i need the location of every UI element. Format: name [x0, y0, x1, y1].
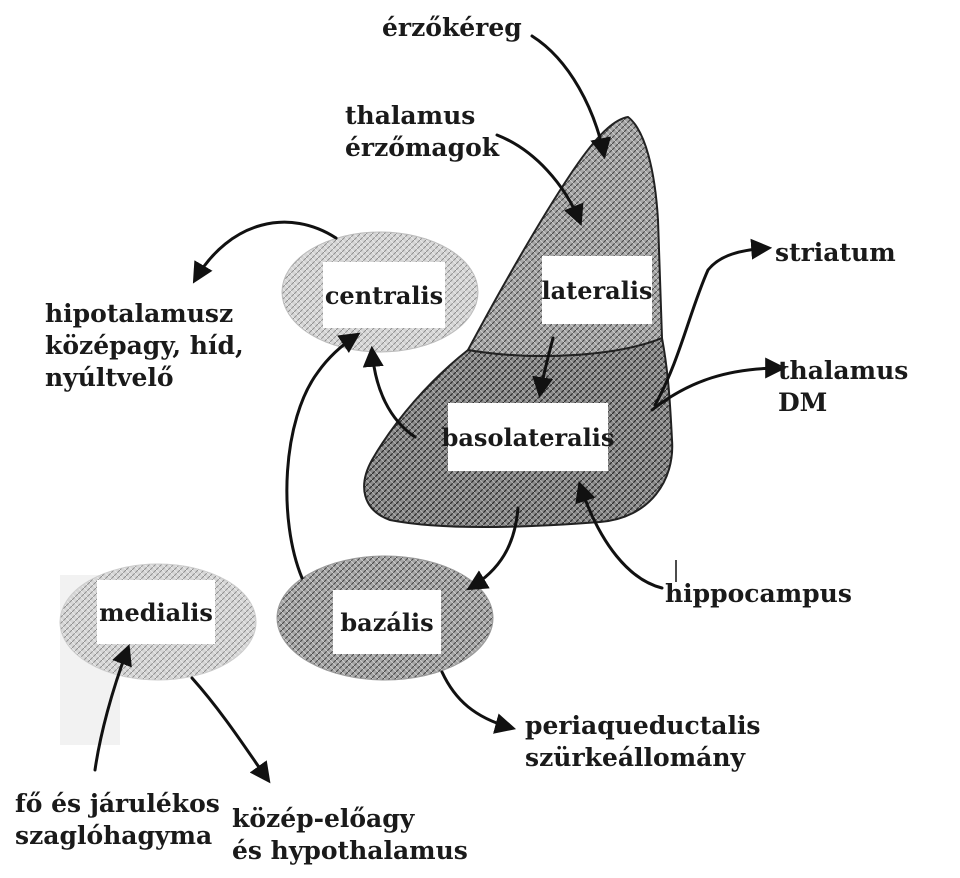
- basolateralis-label: basolateralis: [441, 422, 615, 452]
- label-hipotalamusz: hipotalamusz középagy, híd, nyúltvelő: [45, 298, 244, 394]
- lateralis-box: lateralis: [542, 256, 652, 324]
- thalamus-dm-line-1: thalamus: [778, 356, 909, 385]
- arrow-basolateralis-to-bazalis: [466, 506, 520, 591]
- centralis-label: centralis: [324, 280, 444, 310]
- centralis-box: centralis: [323, 262, 445, 328]
- arrow-centralis-to-hipotalamusz: [192, 220, 338, 284]
- hipotalamusz-line-2: középagy, híd,: [45, 331, 244, 360]
- bazalis-box: bazális: [333, 590, 441, 654]
- arrow-bazalis-to-centralis: [285, 332, 361, 580]
- label-hippocampus: hippocampus: [665, 578, 852, 610]
- arrow-medialis-to-kozep-eloagy: [190, 676, 271, 784]
- arrow-erzokereg-to-lateralis: [530, 34, 611, 160]
- hipotalamusz-line-1: hipotalamusz: [45, 299, 234, 328]
- periaqueductalis-line-2: szürkeállomány: [525, 743, 746, 772]
- periaqueductalis-line-1: periaqueductalis: [525, 711, 761, 740]
- thalamus-dm-line-2: DM: [778, 388, 828, 417]
- arrow-lateralis-to-basolateralis: [532, 336, 555, 399]
- medialis-box: medialis: [97, 580, 215, 644]
- fo-es-jarulekos-line-1: fő és járulékos: [15, 789, 220, 818]
- label-thalamus-erzomagok: thalamus érzőmagok: [345, 100, 499, 164]
- arrow-thalamus-to-lateralis: [495, 133, 584, 226]
- hipotalamusz-line-3: nyúltvelő: [45, 363, 174, 392]
- thalamus-erzomagok-line-1: thalamus: [345, 101, 476, 130]
- fo-es-jarulekos-line-2: szaglóhagyma: [15, 821, 213, 850]
- label-kozep-eloagy: közép-előagy és hypothalamus: [232, 803, 468, 867]
- label-periaqueductalis: periaqueductalis szürkeállomány: [525, 710, 761, 774]
- arrow-basolateralis-to-thalamus-dm: [650, 357, 787, 412]
- striatum-text: striatum: [775, 238, 896, 267]
- lateralis-label: lateralis: [541, 275, 653, 305]
- arrow-basolateralis-to-striatum: [653, 238, 773, 407]
- erzokereg-text: érzőkéreg: [382, 13, 522, 42]
- label-striatum: striatum: [775, 237, 896, 269]
- label-fo-es-jarulekos: fő és járulékos szaglóhagyma: [15, 788, 220, 852]
- medialis-label: medialis: [99, 597, 213, 627]
- arrow-szaglohagyma-to-medialis: [93, 644, 132, 772]
- basolateralis-box: basolateralis: [442, 403, 614, 471]
- label-erzokereg: érzőkéreg: [382, 12, 522, 44]
- hippocampus-text: hippocampus: [665, 579, 852, 608]
- bazalis-label: bazális: [340, 607, 434, 637]
- arrow-bazalis-to-periaqueductalis: [440, 670, 517, 734]
- kozep-eloagy-line-1: közép-előagy: [232, 804, 415, 833]
- thalamus-erzomagok-line-2: érzőmagok: [345, 133, 500, 162]
- arrow-hippocampus-to-basolateralis: [575, 481, 664, 590]
- label-thalamus-dm: thalamus DM: [778, 355, 908, 419]
- arrow-basolateralis-to-centralis: [362, 345, 417, 439]
- kozep-eloagy-line-2: és hypothalamus: [232, 836, 468, 865]
